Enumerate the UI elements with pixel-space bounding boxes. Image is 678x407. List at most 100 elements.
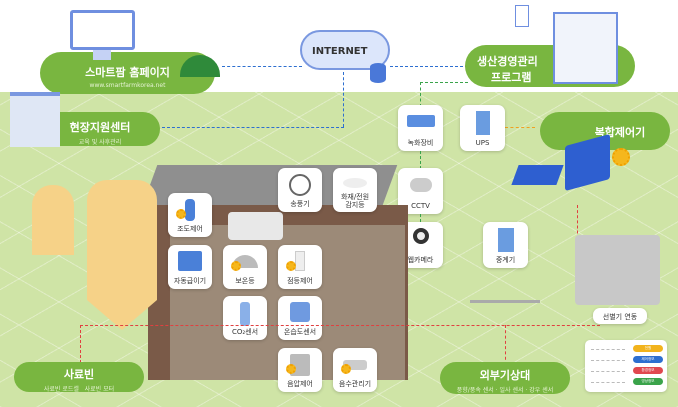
- feeder-icon: [178, 251, 202, 271]
- feed-bin-subtitle: 사료빈 로드셀 사료빈 모터: [14, 384, 144, 393]
- thermometer-display-icon: [290, 302, 310, 322]
- switch-icon: [295, 251, 305, 271]
- weather-station-subtitle: 풍향/풍속 센서 · 일사 센서 · 강우 센서: [456, 387, 554, 394]
- legend-item: 영상정보: [591, 378, 663, 386]
- support-center-subtitle: 교육 및 사후관리: [78, 139, 122, 146]
- water-manager-label: 음수관리기: [338, 379, 372, 388]
- link-recorder-cctv: [420, 151, 421, 169]
- fan-label: 송풍기: [290, 199, 310, 208]
- gear-icon: [286, 364, 296, 374]
- legend: 전원 제어정보 환경정보 영상정보: [585, 340, 667, 392]
- light-sensor-icon: [185, 199, 195, 221]
- silo-small: [32, 185, 74, 255]
- fire-sensor-label-line1: 화재/전원: [340, 192, 370, 201]
- cctv-card[interactable]: CCTV: [398, 168, 443, 214]
- link-program-recorder: [420, 82, 421, 107]
- sorter-label: 선별기 연동: [602, 312, 638, 321]
- co2-sensor-card[interactable]: CO₂센서: [223, 296, 267, 340]
- feed-bin-motor: 사료빈 모터: [84, 386, 115, 393]
- legend-tag: 전원: [633, 345, 663, 352]
- temp-humidity-card[interactable]: 온습도센서: [278, 296, 322, 340]
- legend-tag: 환경정보: [633, 367, 663, 374]
- auto-feeder-label: 자동급이기: [173, 276, 207, 285]
- link-internet-down: [343, 72, 344, 127]
- laptop-chart-icon: [553, 12, 618, 84]
- sorter-machine-icon: [575, 235, 660, 305]
- internet-label: INTERNET: [312, 46, 368, 57]
- water-manager-card[interactable]: 음수관리기: [333, 348, 377, 392]
- recorder-icon: [406, 115, 435, 127]
- tablet-icon: [511, 165, 564, 185]
- homepage-url[interactable]: www.smartfarmkorea.net: [89, 82, 166, 89]
- support-center-title: 현장지원센터: [69, 121, 131, 134]
- gear-icon: [341, 364, 351, 374]
- legend-item: 환경정보: [591, 367, 663, 375]
- light-control-card[interactable]: 조도제어: [168, 193, 212, 237]
- fan-card[interactable]: 송풍기: [278, 168, 322, 212]
- repeater-icon: [497, 228, 514, 252]
- link-support-internet: [162, 127, 344, 128]
- pressure-control-label: 음압제어: [287, 379, 313, 388]
- management-program-line2: 프로그램: [491, 71, 532, 84]
- weather-station-icon: [470, 300, 540, 330]
- gear-icon: [176, 209, 186, 219]
- sorter-card[interactable]: 선별기 연동: [593, 308, 647, 324]
- fire-sensor-label-line2: 감지등: [345, 200, 365, 209]
- legend-line: [591, 371, 625, 372]
- co2-sensor-icon: [240, 302, 250, 326]
- cctv-icon: [409, 178, 432, 192]
- link-homepage-internet: [222, 66, 302, 67]
- link-internet-program: [390, 66, 468, 67]
- link-barn-main: [80, 325, 600, 326]
- repeater-label: 중계기: [495, 255, 516, 264]
- database-icon: [370, 63, 386, 83]
- link-feedbin: [80, 325, 81, 363]
- silo-large: [87, 180, 157, 300]
- fan-icon: [289, 174, 311, 196]
- legend-tag: 영상정보: [633, 378, 663, 385]
- monitor-icon: [70, 10, 135, 50]
- ups-card[interactable]: UPS: [460, 105, 505, 151]
- exhaust-fan-icon: [228, 212, 283, 240]
- lamp-control-card[interactable]: 점등제어: [278, 245, 322, 289]
- light-control-label: 조도제어: [177, 224, 203, 233]
- temp-humidity-label: 온습도센서: [283, 327, 317, 336]
- legend-item: 제어정보: [591, 356, 663, 364]
- repeater-card[interactable]: 중계기: [483, 222, 528, 268]
- report-icon: [515, 5, 529, 27]
- server-icon: [475, 111, 490, 135]
- gear-icon: [286, 261, 296, 271]
- webcam-label: 웹카메라: [407, 255, 434, 264]
- weather-station-title: 외부기상대: [479, 369, 531, 382]
- feed-bin-loadcell: 사료빈 로드셀: [43, 386, 79, 393]
- auto-feeder-card[interactable]: 자동급이기: [168, 245, 212, 289]
- water-pipe-icon: [343, 360, 367, 370]
- legend-line: [591, 349, 625, 350]
- feed-bin-title: 사료빈: [63, 368, 95, 381]
- pressure-control-card[interactable]: 음압제어: [278, 348, 322, 392]
- tree-icon: [180, 55, 220, 77]
- management-program-line1: 생산경영관리: [477, 55, 538, 68]
- legend-tag: 제어정보: [633, 356, 663, 363]
- webcam-icon: [412, 228, 429, 244]
- recorder-card[interactable]: 녹화장비: [398, 105, 443, 151]
- heater-label: 보온등: [235, 276, 255, 285]
- legend-line: [591, 382, 625, 383]
- ups-label: UPS: [475, 138, 490, 147]
- weather-station-panel: 외부기상대 풍향/풍속 센서 · 일사 센서 · 강우 센서: [440, 362, 570, 394]
- link-program-green: [420, 82, 468, 83]
- co2-sensor-label: CO₂센서: [231, 327, 259, 336]
- link-cctv-webcam: [420, 214, 421, 222]
- link-weather: [505, 325, 506, 365]
- lamp-control-label: 점등제어: [287, 276, 313, 285]
- heater-card[interactable]: 보온등: [223, 245, 267, 289]
- monitor-stand-icon: [93, 50, 111, 60]
- legend-line: [591, 360, 625, 361]
- link-ups-controller: [505, 127, 535, 128]
- cctv-label: CCTV: [411, 201, 430, 210]
- gear-icon: [231, 261, 241, 271]
- legend-item: 전원: [591, 345, 663, 353]
